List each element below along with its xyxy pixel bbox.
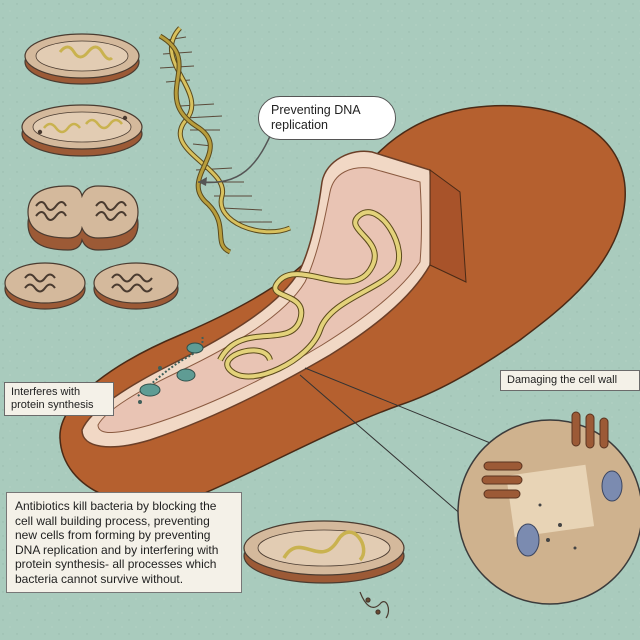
cutaway-face [429, 169, 467, 283]
small-bacteria-sequence [4, 33, 179, 310]
cell-wall-label: Damaging the cell wall [500, 370, 640, 391]
dna-pointer-head [198, 177, 207, 186]
cell-wall-magnified [457, 411, 640, 605]
zoom-line-top [304, 367, 521, 456]
chromosome-dna [218, 210, 402, 379]
membrane-proteins [516, 470, 623, 557]
lysing-bacterium [243, 520, 405, 619]
protein-label: Interferes with protein synthesis [4, 382, 114, 416]
main-bacterium [59, 104, 626, 505]
small-bacterium-2 [21, 104, 143, 157]
dna-label: Preventing DNA replication [258, 96, 396, 140]
caption: Antibiotics kill bacteria by blocking th… [6, 492, 242, 593]
small-bacterium-1 [24, 33, 140, 85]
dna-helix [158, 26, 291, 255]
small-bacterium-3 [27, 185, 139, 251]
dna-rungs [159, 36, 272, 223]
small-bacterium-4a [4, 262, 86, 310]
wall-layers [481, 411, 609, 499]
ribosomes [137, 335, 204, 404]
small-bacterium-4b [93, 262, 179, 310]
